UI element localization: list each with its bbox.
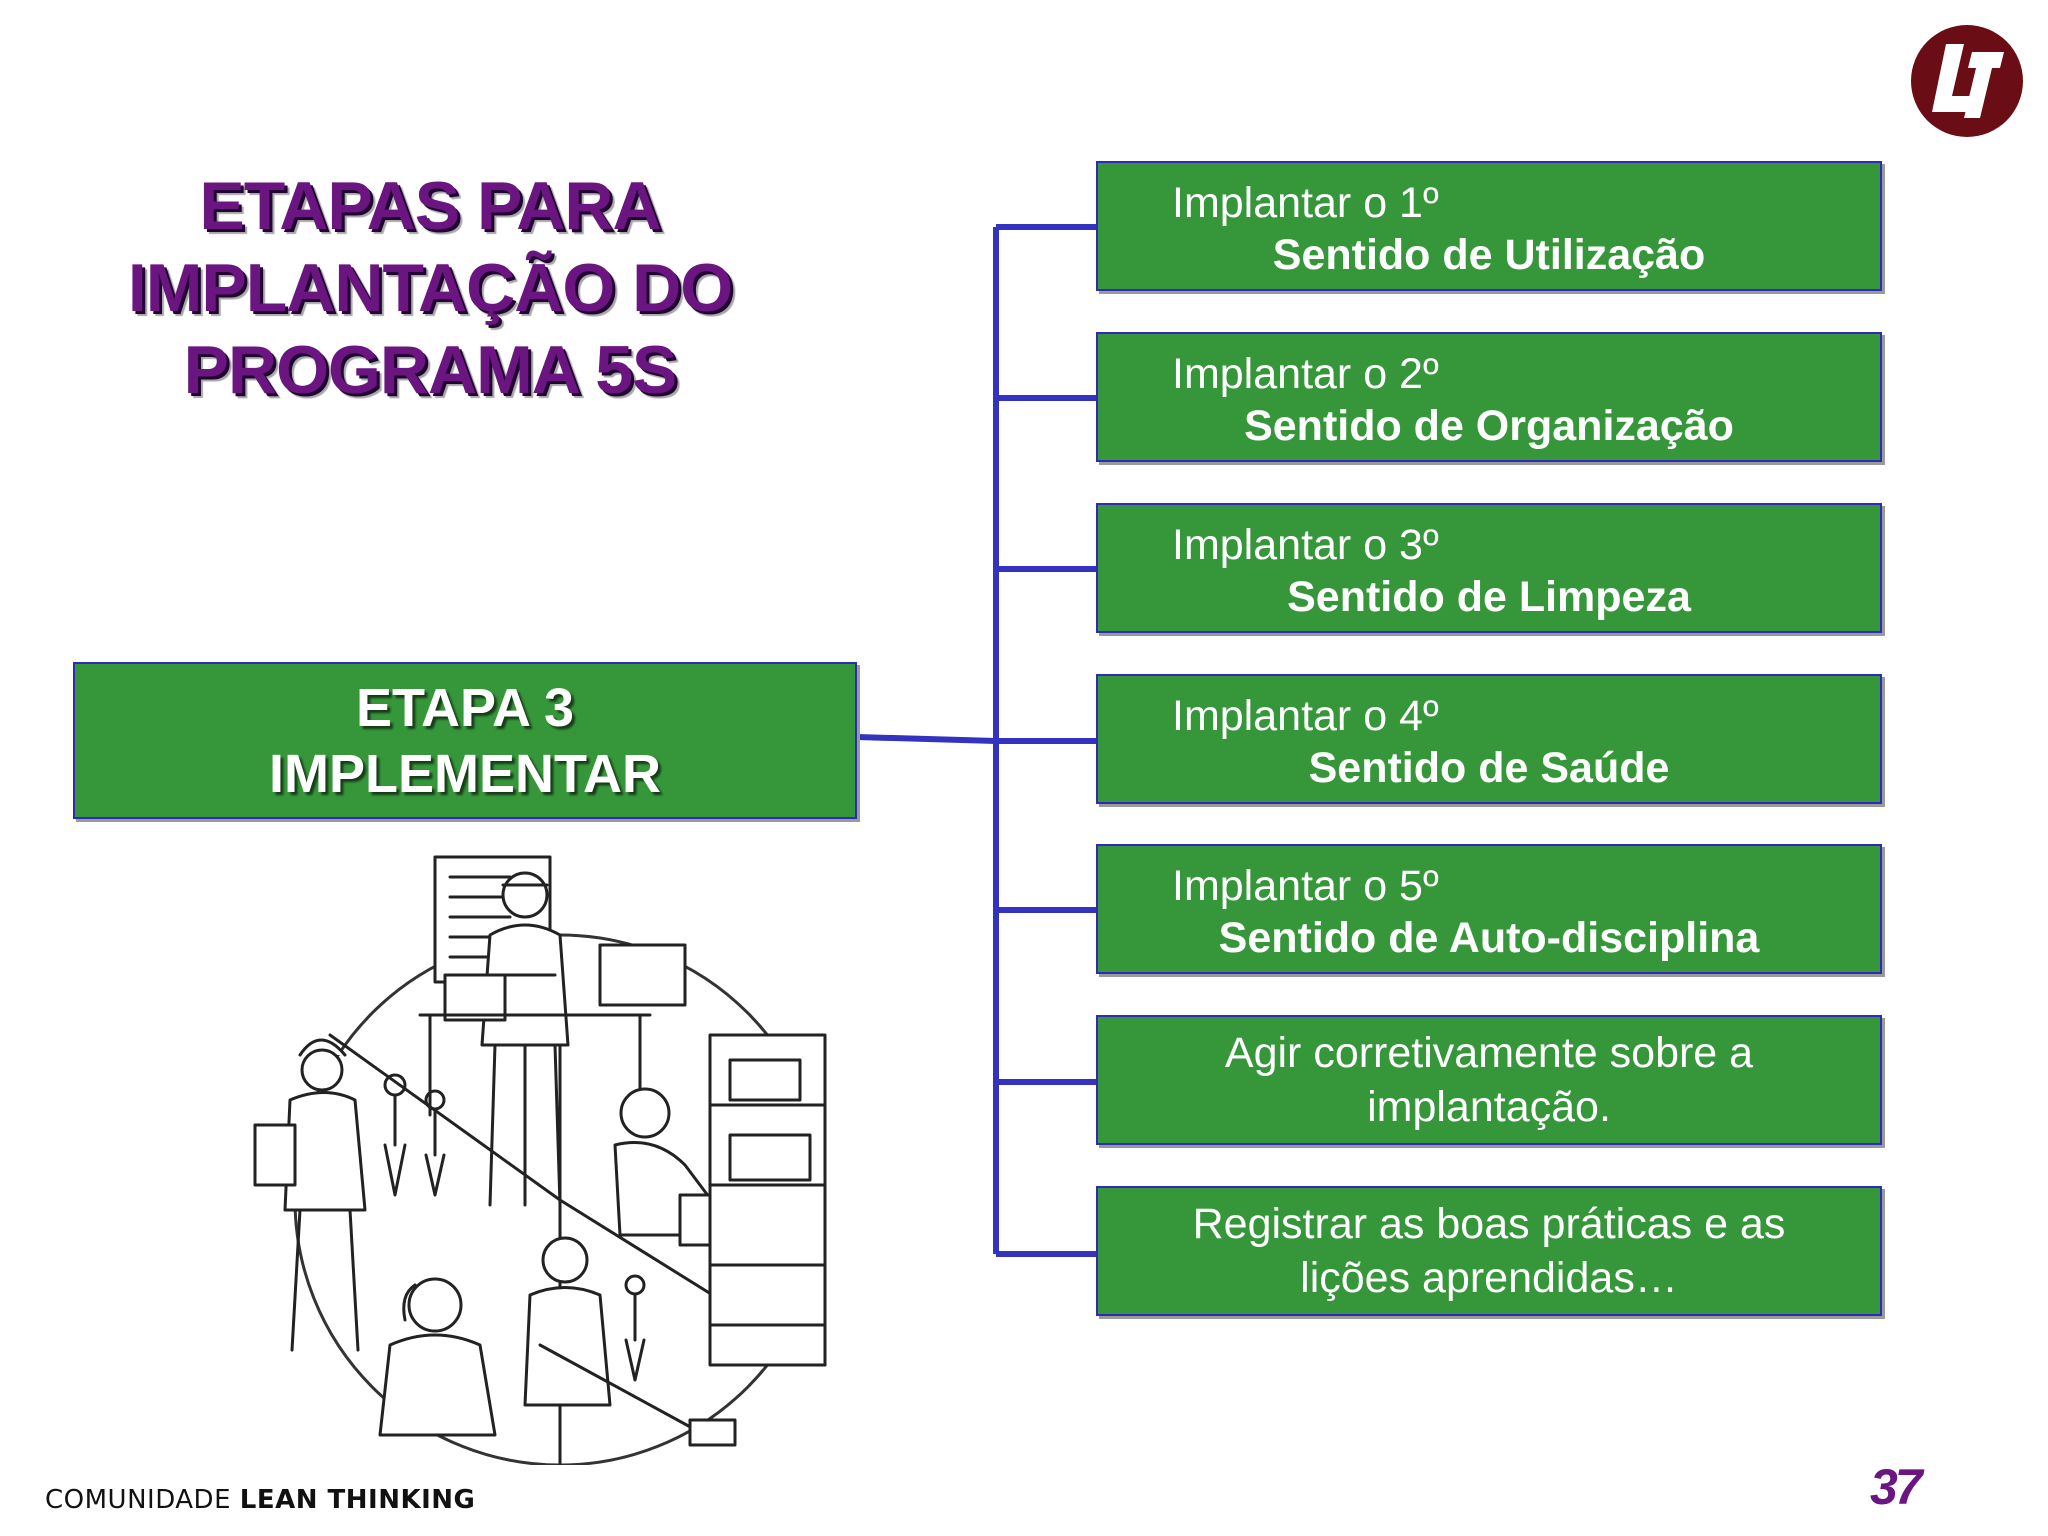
footer-brand: COMUNIDADE LEAN THINKING <box>45 1485 475 1515</box>
step-4-line-2: Sentido de Saúde <box>1308 744 1670 792</box>
page-number: 37 <box>1870 1459 1923 1515</box>
step-5-line-2: Sentido de Auto-disciplina <box>1218 914 1760 962</box>
step-3-line-2: Sentido de Limpeza <box>1287 573 1691 621</box>
title-line-2: IMPLANTAÇÃO DO <box>127 250 733 326</box>
footer-prefix: COMUNIDADE <box>45 1485 240 1515</box>
step-box-1: Implantar o 1º Sentido de Utilização <box>1096 161 1882 291</box>
step-box-3: Implantar o 3º Sentido de Limpeza <box>1096 503 1882 633</box>
step-box-7: Registrar as boas práticas e as lições a… <box>1096 1186 1882 1316</box>
5s-workers-illustration <box>253 855 827 1465</box>
etapa-action: IMPLEMENTAR <box>269 743 661 804</box>
step-6-line-2: implantação. <box>1367 1083 1611 1131</box>
etapa-3-box: ETAPA 3 IMPLEMENTAR <box>73 662 857 819</box>
step-7-line-1: Registrar as boas práticas e as <box>1192 1200 1786 1248</box>
step-7-line-2: lições aprendidas… <box>1300 1254 1678 1302</box>
page-title: ETAPAS PARA IMPLANTAÇÃO DO PROGRAMA 5S <box>80 165 780 411</box>
title-line-3: PROGRAMA 5S <box>183 332 678 408</box>
step-4-line-1: Implantar o 4º <box>1172 692 1439 740</box>
step-box-4: Implantar o 4º Sentido de Saúde <box>1096 674 1882 804</box>
footer-bold: LEAN THINKING <box>239 1485 476 1515</box>
step-6-line-1: Agir corretivamente sobre a <box>1224 1029 1754 1077</box>
lean-logo-icon <box>1911 25 2023 137</box>
step-2-line-1: Implantar o 2º <box>1172 350 1439 398</box>
etapa-label: ETAPA 3 <box>355 677 575 738</box>
step-1-line-2: Sentido de Utilização <box>1272 231 1706 279</box>
step-box-5: Implantar o 5º Sentido de Auto-disciplin… <box>1096 844 1882 974</box>
step-1-line-1: Implantar o 1º <box>1172 179 1439 227</box>
title-line-1: ETAPAS PARA <box>199 168 661 244</box>
step-5-line-1: Implantar o 5º <box>1172 862 1439 910</box>
step-box-6: Agir corretivamente sobre a implantação. <box>1096 1015 1882 1145</box>
step-2-line-2: Sentido de Organização <box>1244 402 1734 450</box>
step-box-2: Implantar o 2º Sentido de Organização <box>1096 332 1882 462</box>
step-3-line-1: Implantar o 3º <box>1172 521 1439 569</box>
